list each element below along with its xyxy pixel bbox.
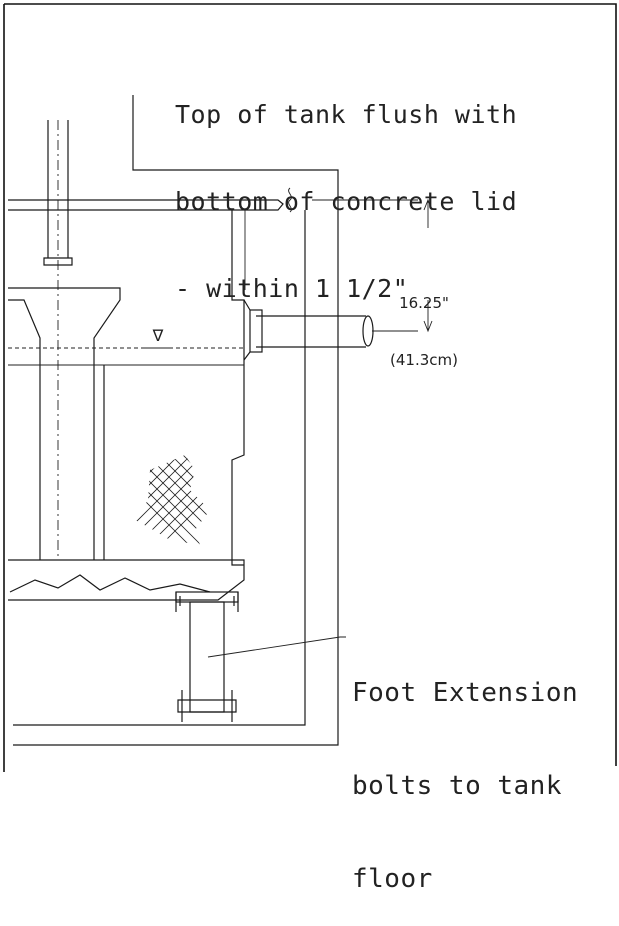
dimension-label: 16.25" (41.3cm) xyxy=(368,256,480,389)
inner-tube xyxy=(39,350,95,560)
base-plate xyxy=(8,559,245,601)
top-callout-line-1: Top of tank flush with xyxy=(175,100,518,129)
tank-top-bar xyxy=(8,199,284,211)
base-zigzag xyxy=(9,574,211,593)
tank-wall-inner xyxy=(231,210,245,566)
outlet-pipe xyxy=(256,315,366,348)
foot-callout-line-2: bolts to tank xyxy=(352,771,562,801)
dimension-primary: 16.25" xyxy=(399,294,449,312)
foot-extension xyxy=(175,591,239,722)
top-note-leader xyxy=(13,95,339,746)
tank-wall-outer xyxy=(13,210,306,726)
dimension-secondary: (41.3cm) xyxy=(390,351,458,369)
riser-pipe xyxy=(43,120,73,266)
drawing-linework xyxy=(3,3,617,772)
break-symbol xyxy=(288,187,292,213)
top-callout: Top of tank flush with bottom of concret… xyxy=(175,42,517,332)
funnel xyxy=(8,287,121,350)
top-callout-line-3: - within 1 1/2" xyxy=(175,274,409,303)
foot-note-leader xyxy=(207,636,346,658)
page-border xyxy=(3,3,617,772)
outlet-flange xyxy=(249,309,263,353)
foot-callout-line-1: Foot Extension xyxy=(352,678,579,708)
outlet-collar xyxy=(243,299,251,361)
tank-section-drawing: Top of tank flush with bottom of concret… xyxy=(3,3,617,894)
filter-mesh xyxy=(135,455,210,545)
water-level-symbol: ∇ xyxy=(152,326,164,345)
foot-callout-line-3: floor xyxy=(352,864,433,894)
foot-callout: Foot Extension bolts to tank floor xyxy=(352,616,578,926)
dimension-line xyxy=(423,198,433,333)
top-callout-line-2: bottom of concrete lid xyxy=(175,187,518,216)
